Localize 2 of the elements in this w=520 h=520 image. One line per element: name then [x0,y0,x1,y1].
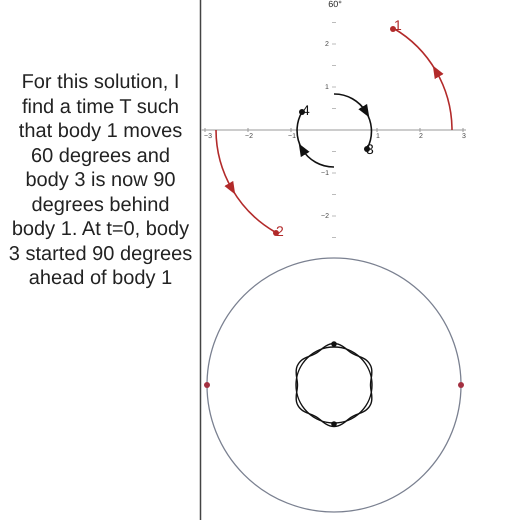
angle-label: 60° [327,0,343,11]
explanation-text: For this solution, I find a time T such that body 1 moves 60 degrees and body 3 is now 90 degrees behind body 1. At t=0, body 3 started 90 degrees ahead of body 1 [8,70,193,290]
